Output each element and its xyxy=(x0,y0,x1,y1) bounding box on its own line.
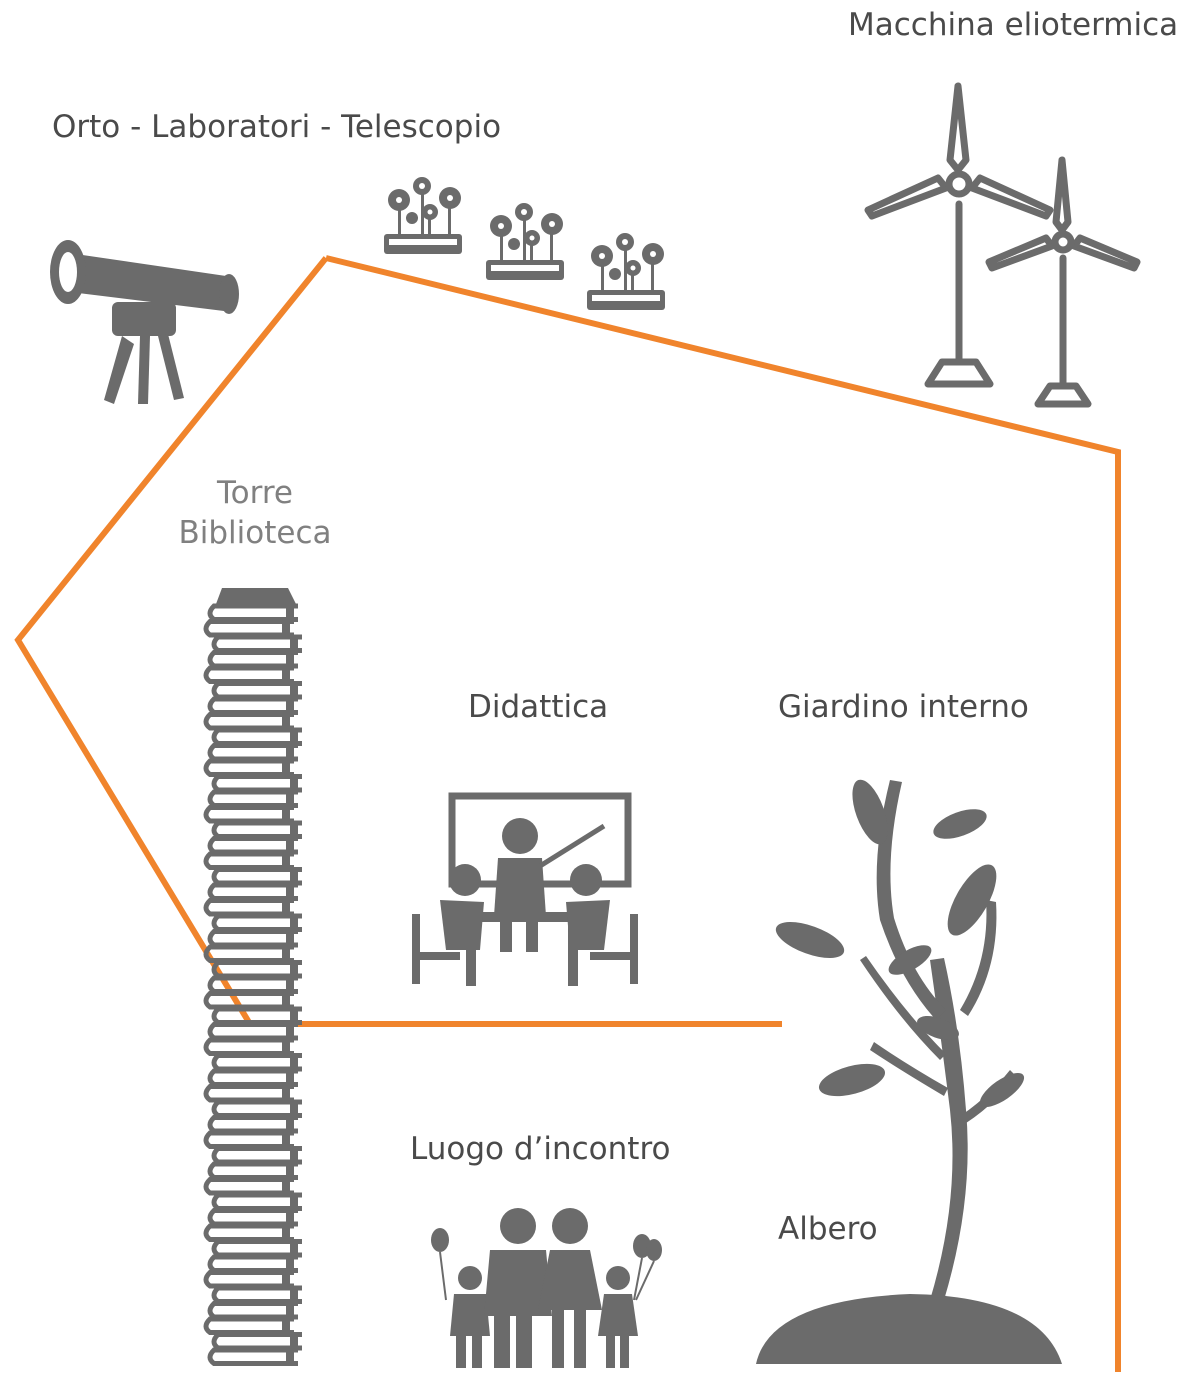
label-inner-garden: Giardino interno xyxy=(778,689,1029,725)
flower-planter-icon xyxy=(384,177,462,254)
classroom-icon xyxy=(412,792,638,986)
telescope-icon xyxy=(50,240,239,404)
label-machine: Macchina eliotermica xyxy=(848,7,1179,43)
label-tower-line1: Torre xyxy=(217,475,293,511)
book-stack-icon xyxy=(203,588,302,1366)
building-outline xyxy=(14,255,1121,1372)
label-tower-line2: Biblioteca xyxy=(178,515,332,551)
label-didactics: Didattica xyxy=(468,689,609,725)
wind-turbine-icon xyxy=(864,82,1141,408)
label-tree: Albero xyxy=(778,1211,878,1247)
label-meeting: Luogo d’incontro xyxy=(410,1131,671,1167)
family-icon xyxy=(431,1208,662,1368)
tree-icon xyxy=(756,779,1062,1364)
flower-planter-icon xyxy=(587,233,665,310)
flower-planter-icon xyxy=(486,203,564,280)
label-garden-lab: Orto - Laboratori - Telescopio xyxy=(52,109,502,145)
